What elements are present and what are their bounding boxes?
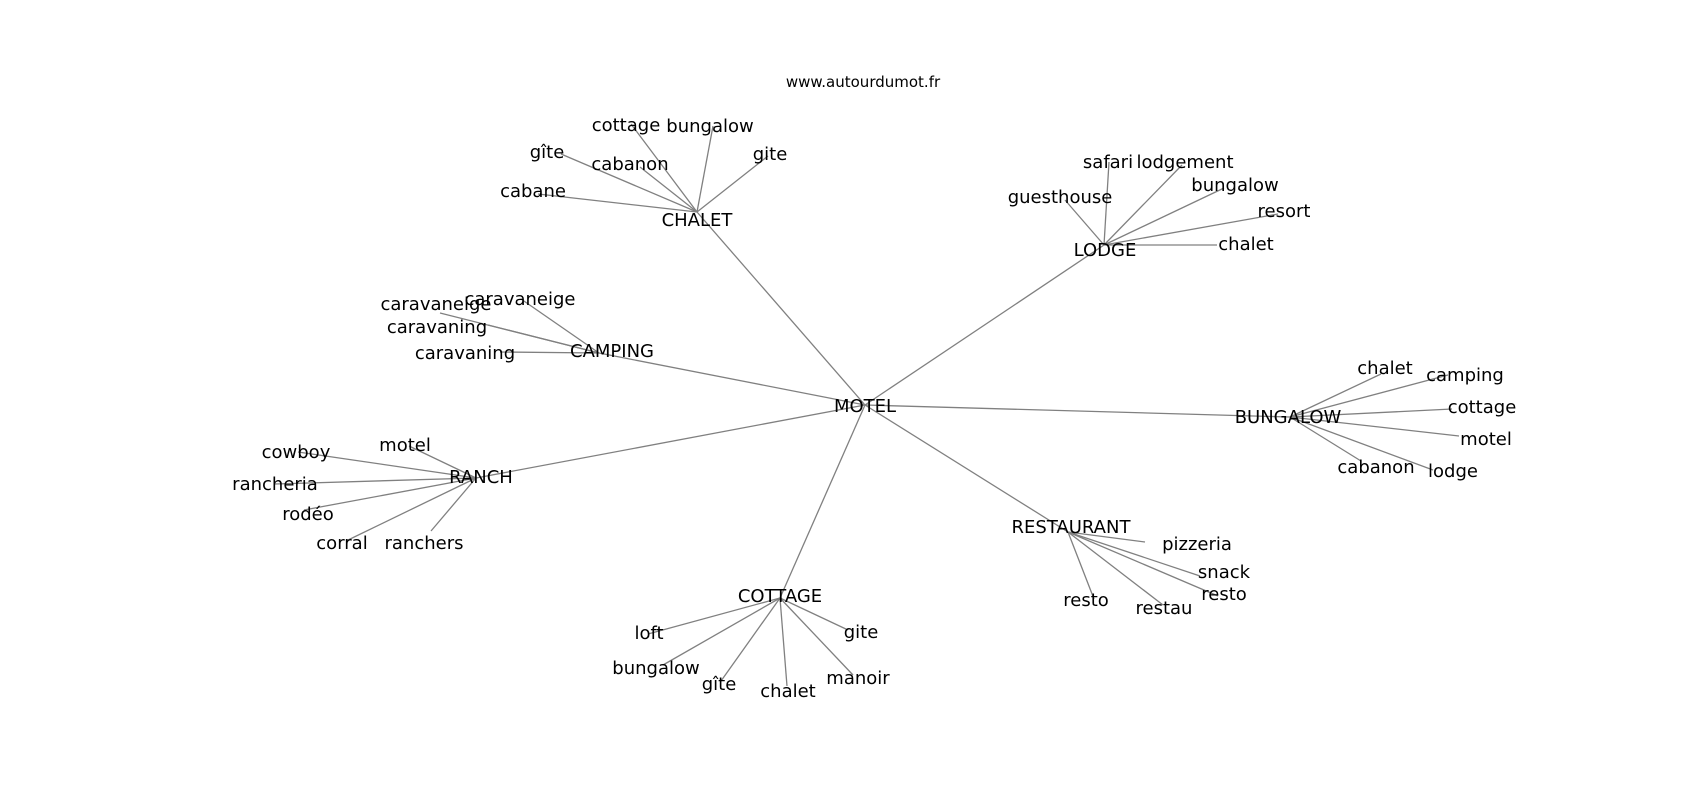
edges (274, 123, 1460, 687)
neighbor-label-camping-2: caravaning (387, 317, 487, 338)
neighbor-label-cottage-1: gite (844, 622, 879, 643)
neighbor-label-chalet-0: cottage (592, 115, 661, 136)
neighbor-label-ranch-0: motel (379, 435, 431, 456)
hub-label-bungalow: BUNGALOW (1235, 407, 1342, 428)
neighbor-label-restaurant-0: pizzeria (1162, 534, 1232, 555)
neighbor-label-cottage-3: gîte (702, 674, 737, 695)
edge-chalet-0 (630, 123, 698, 213)
neighbor-label-ranch-3: rodéo (282, 504, 334, 525)
neighbor-label-lodge-3: bungalow (1191, 175, 1278, 196)
neighbor-label-camping-0: caravaneige (464, 289, 575, 310)
neighbor-label-cottage-2: bungalow (612, 658, 699, 679)
edge-bungalow-0 (1289, 373, 1382, 418)
hub-label-cottage: COTTAGE (738, 586, 822, 607)
edge-center-restaurant (864, 404, 1069, 533)
edge-ranch-1 (297, 451, 477, 479)
neighbor-label-ranch-4: corral (316, 533, 367, 554)
neighbor-label-lodge-4: resort (1258, 201, 1311, 222)
source-label: www.autourdumot.fr (786, 73, 941, 91)
edge-restaurant-0 (1067, 531, 1146, 543)
edge-camping-2 (487, 324, 600, 354)
edge-cottage-3 (720, 597, 781, 682)
edge-restaurant-2 (1067, 531, 1095, 600)
edge-cottage-5 (779, 597, 854, 676)
edge-center-ranch (475, 404, 866, 479)
neighbor-label-bungalow-5: lodge (1428, 461, 1478, 482)
edge-cottage-4 (779, 597, 788, 687)
edge-restaurant-1 (1067, 531, 1201, 577)
edge-restaurant-4 (1067, 531, 1164, 606)
edge-ranch-0 (408, 445, 477, 479)
edge-center-bungalow (864, 404, 1291, 418)
edge-center-cottage (779, 404, 866, 599)
neighbor-label-cottage-4: chalet (760, 681, 815, 702)
neighbor-label-restaurant-4: restau (1136, 598, 1193, 619)
neighbor-label-restaurant-1: snack (1198, 562, 1251, 583)
edge-ranch-3 (303, 477, 477, 511)
edge-center-camping (598, 352, 866, 406)
neighbor-label-lodge-5: chalet (1218, 234, 1273, 255)
edge-cottage-0 (647, 597, 781, 635)
neighbor-label-lodge-0: safari (1083, 152, 1133, 173)
neighbor-label-chalet-5: cabane (500, 181, 566, 202)
edge-lodge-3 (1103, 187, 1225, 246)
edge-center-chalet (696, 211, 866, 406)
neighbor-label-restaurant-3: resto (1201, 584, 1247, 605)
edge-bungalow-3 (1289, 416, 1460, 437)
neighbor-label-chalet-2: gîte (530, 142, 565, 163)
hub-label-lodge: LODGE (1074, 240, 1137, 261)
edge-bungalow-1 (1289, 374, 1449, 418)
edge-lodge-2 (1064, 199, 1105, 246)
edge-restaurant-3 (1067, 531, 1219, 597)
edge-chalet-3 (639, 166, 698, 213)
neighbor-label-bungalow-2: cottage (1448, 397, 1517, 418)
hub-label-restaurant: RESTAURANT (1012, 517, 1132, 538)
neighbor-label-bungalow-4: cabanon (1337, 457, 1414, 478)
neighbor-label-cottage-0: loft (634, 623, 663, 644)
edge-lodge-4 (1103, 213, 1279, 246)
neighbor-label-lodge-1: lodgement (1136, 152, 1233, 173)
neighbor-label-camping-3: caravaning (415, 343, 515, 364)
edge-camping-3 (499, 351, 600, 354)
edge-chalet-2 (560, 153, 698, 213)
edge-lodge-1 (1103, 164, 1183, 246)
neighbor-label-bungalow-3: motel (1460, 429, 1512, 450)
neighbor-label-bungalow-0: chalet (1357, 358, 1412, 379)
edge-ranch-5 (430, 477, 477, 532)
hub-label-ranch: RANCH (449, 467, 513, 488)
edge-center-lodge (864, 244, 1105, 406)
edge-chalet-1 (696, 125, 714, 213)
edge-bungalow-4 (1289, 416, 1362, 462)
edge-bungalow-2 (1289, 408, 1453, 418)
center-node-label: MOTEL (834, 396, 896, 417)
edge-ranch-2 (274, 477, 477, 485)
hub-label-chalet: CHALET (662, 210, 734, 231)
hub-label-camping: CAMPING (570, 341, 654, 362)
neighbor-label-chalet-1: bungalow (666, 116, 753, 137)
edge-lodge-0 (1103, 161, 1110, 246)
neighbor-label-camping-1: caravaneige (380, 294, 491, 315)
edge-ranch-4 (345, 477, 477, 542)
neighbor-label-ranch-1: cowboy (262, 442, 331, 463)
neighbor-label-bungalow-1: camping (1426, 365, 1504, 386)
edge-cottage-1 (779, 597, 849, 631)
edge-cottage-2 (662, 597, 781, 666)
neighbor-label-ranch-2: rancheria (232, 474, 318, 495)
neighbor-label-restaurant-2: resto (1063, 590, 1109, 611)
neighbor-label-ranch-5: ranchers (385, 533, 464, 554)
neighbor-label-chalet-3: cabanon (591, 154, 668, 175)
edge-chalet-5 (537, 193, 698, 213)
edge-bungalow-5 (1289, 416, 1434, 471)
neighbor-label-chalet-4: gite (753, 144, 788, 165)
edge-chalet-4 (696, 155, 769, 213)
edge-camping-0 (520, 298, 600, 354)
neighbor-label-cottage-5: manoir (826, 668, 890, 689)
neighbor-label-lodge-2: guesthouse (1008, 187, 1113, 208)
